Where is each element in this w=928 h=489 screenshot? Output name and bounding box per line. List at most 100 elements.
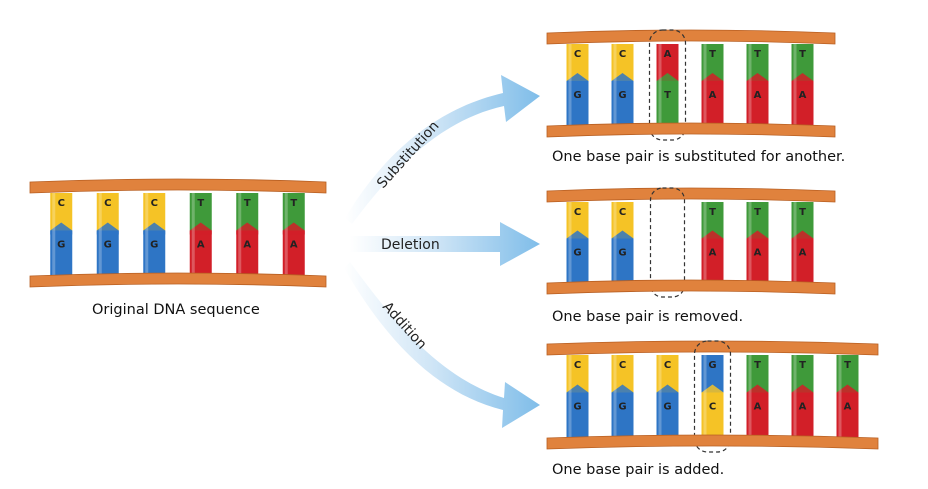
deletion-base-pair-6: TA bbox=[791, 202, 814, 283]
substitution-base-label-top: C bbox=[574, 49, 581, 60]
original-notch bbox=[189, 222, 212, 235]
deletion-caption: One base pair is removed. bbox=[552, 309, 744, 325]
deletion-notch bbox=[611, 230, 634, 243]
addition-base-pair-5: TA bbox=[746, 355, 769, 438]
addition-base-label-bottom: A bbox=[799, 402, 807, 413]
addition-notch bbox=[656, 384, 679, 397]
original-shine bbox=[284, 193, 288, 276]
addition-base-T bbox=[791, 355, 814, 393]
substitution-bottom-backbone bbox=[546, 122, 836, 138]
original-base-label-top: C bbox=[104, 198, 111, 209]
substitution-base-label-top: T bbox=[754, 49, 761, 60]
addition-base-pair-6: TA bbox=[791, 355, 814, 438]
substitution-base-label-bottom: T bbox=[664, 90, 671, 101]
substitution-base-label-top: C bbox=[619, 49, 626, 60]
addition-base-A bbox=[791, 392, 814, 438]
deletion-notch bbox=[701, 230, 724, 243]
addition-arrow bbox=[344, 262, 540, 428]
substitution-top-backbone bbox=[546, 29, 836, 45]
original-shine bbox=[238, 193, 242, 276]
original-base-pair-2: CG bbox=[96, 193, 119, 276]
addition-base-label-top: C bbox=[664, 360, 671, 371]
substitution-base-label-bottom: G bbox=[618, 90, 626, 101]
substitution-notch bbox=[701, 73, 724, 85]
original-base-label-bottom: G bbox=[150, 240, 158, 251]
substitution-shine bbox=[658, 44, 662, 126]
deletion-base-label-top: T bbox=[709, 207, 716, 218]
substitution-base-A bbox=[701, 81, 724, 126]
addition-base-label-bottom: G bbox=[573, 402, 581, 413]
deletion-base-label-bottom: A bbox=[754, 248, 762, 259]
deletion-base-C bbox=[566, 202, 589, 239]
deletion-bottom-backbone bbox=[546, 279, 836, 295]
addition-base-T bbox=[746, 355, 769, 393]
deletion-base-pair-2: CG bbox=[611, 202, 634, 283]
original-base-C bbox=[50, 193, 73, 231]
substitution-base-label-bottom: A bbox=[709, 90, 717, 101]
original-bottom-backbone bbox=[29, 272, 327, 288]
addition-base-label-top: G bbox=[708, 360, 716, 371]
original-base-label-bottom: A bbox=[243, 240, 251, 251]
original-base-T bbox=[282, 193, 305, 231]
deletion-deleted-pair-outline bbox=[649, 187, 686, 298]
original-base-C bbox=[143, 193, 166, 231]
deletion-base-A bbox=[746, 238, 769, 283]
substitution-notch bbox=[566, 73, 589, 85]
addition-notch bbox=[746, 384, 769, 397]
original-base-A bbox=[236, 230, 259, 276]
addition-base-label-bottom: G bbox=[663, 402, 671, 413]
mutation-arrows bbox=[344, 75, 540, 428]
addition-base-label-bottom: C bbox=[709, 402, 716, 413]
addition-base-label-top: T bbox=[799, 360, 806, 371]
deletion-arrow bbox=[350, 222, 540, 266]
substitution-base-T bbox=[791, 44, 814, 81]
addition-base-pair-1: CG bbox=[566, 355, 589, 438]
substitution-base-G bbox=[611, 81, 634, 126]
substitution-notch bbox=[611, 73, 634, 85]
original-base-label-bottom: A bbox=[290, 240, 298, 251]
deletion-base-label-bottom: A bbox=[709, 248, 717, 259]
addition-base-G bbox=[656, 392, 679, 438]
deletion-base-label-bottom: G bbox=[573, 248, 581, 259]
deletion-notch bbox=[746, 230, 769, 243]
addition-notch bbox=[701, 384, 724, 397]
substitution-changed-pair-outline bbox=[648, 29, 687, 141]
deletion-shine bbox=[793, 202, 797, 283]
original-base-label-top: C bbox=[58, 198, 65, 209]
substitution-base-label-bottom: A bbox=[754, 90, 762, 101]
addition-base-C bbox=[656, 355, 679, 393]
addition-base-pair-2: CG bbox=[611, 355, 634, 438]
original-notch bbox=[236, 222, 259, 235]
substitution-base-T bbox=[701, 44, 724, 81]
addition-base-G bbox=[701, 355, 724, 393]
addition-shine bbox=[793, 355, 797, 438]
addition-base-C bbox=[701, 392, 724, 438]
addition-base-label-top: C bbox=[574, 360, 581, 371]
addition-base-C bbox=[566, 355, 589, 393]
deletion-base-label-top: C bbox=[574, 207, 581, 218]
addition-base-label-bottom: A bbox=[754, 402, 762, 413]
deletion-notch bbox=[791, 230, 814, 243]
original-base-label-top: T bbox=[244, 198, 251, 209]
addition-base-label-top: C bbox=[619, 360, 626, 371]
original-caption: Original DNA sequence bbox=[92, 302, 260, 318]
substitution-shine bbox=[748, 44, 752, 126]
addition-shine bbox=[568, 355, 572, 438]
original-base-G bbox=[50, 230, 73, 276]
deletion-base-label-bottom: G bbox=[618, 248, 626, 259]
original-base-T bbox=[189, 193, 212, 231]
original-notch bbox=[96, 222, 119, 235]
original-base-T bbox=[236, 193, 259, 231]
deletion-base-pair-5: TA bbox=[746, 202, 769, 283]
addition-notch bbox=[611, 384, 634, 397]
addition-shine bbox=[748, 355, 752, 438]
original-base-pair-4: TA bbox=[189, 193, 212, 276]
addition-base-A bbox=[746, 392, 769, 438]
original-base-pair-5: TA bbox=[236, 193, 259, 276]
addition-base-label-bottom: G bbox=[618, 402, 626, 413]
deletion-base-label-top: T bbox=[754, 207, 761, 218]
substitution-shine bbox=[703, 44, 707, 126]
addition-caption: One base pair is added. bbox=[552, 462, 725, 478]
